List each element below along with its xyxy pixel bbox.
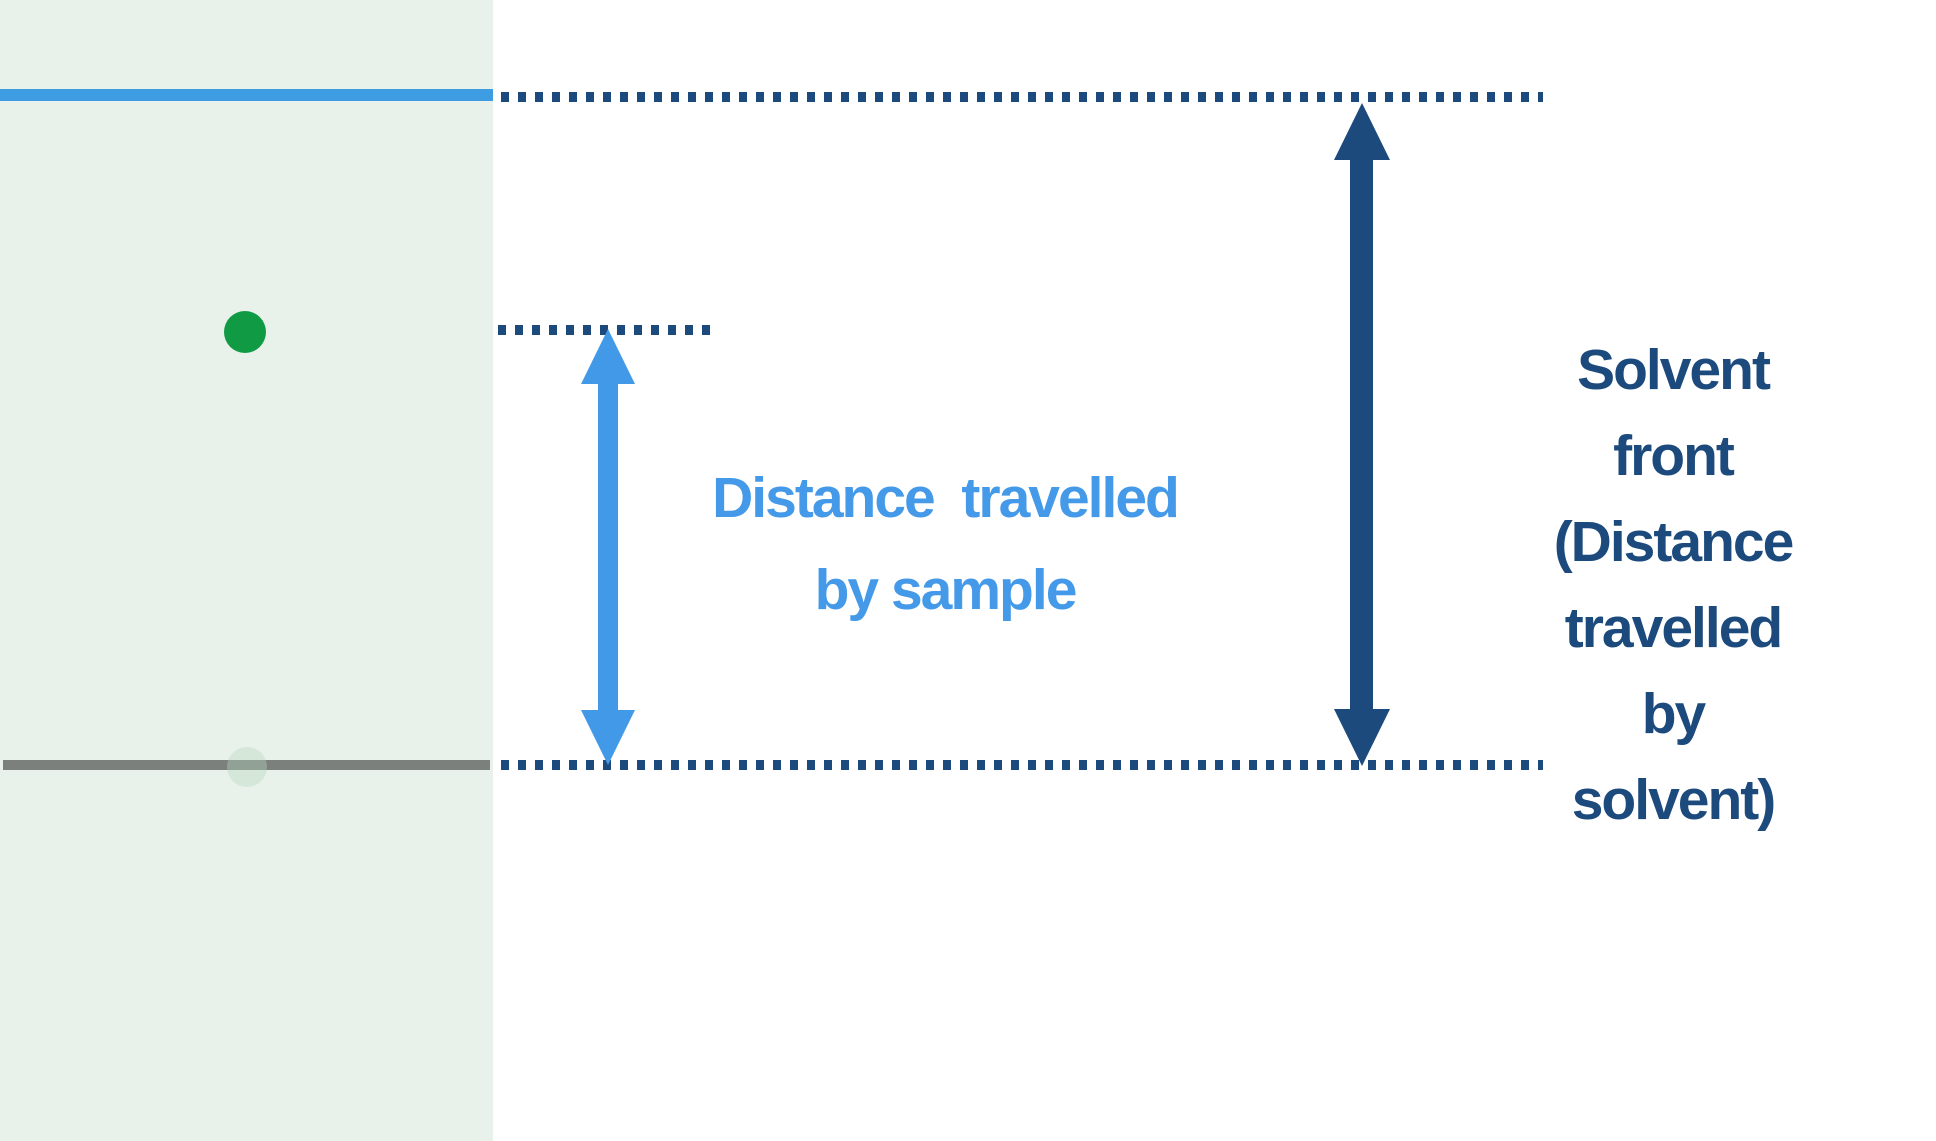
arrow-up-head-icon xyxy=(1334,103,1390,160)
solvent-front-line xyxy=(0,89,493,101)
sample-distance-double-arrow-icon xyxy=(581,329,635,765)
sample-distance-label: Distance travelled by sample xyxy=(712,466,1180,622)
arrow-shaft xyxy=(598,382,618,712)
solvent-front-label: Solvent front (Distance travelled by sol… xyxy=(1553,338,1795,832)
tlc-plate xyxy=(0,0,493,1141)
arrow-shaft xyxy=(1350,158,1373,711)
arrow-down-head-icon xyxy=(581,710,635,765)
arrow-up-head-icon xyxy=(581,329,635,384)
origin-spot-faded-dot-icon xyxy=(227,747,267,787)
solvent-distance-double-arrow-icon xyxy=(1334,103,1390,766)
sample-spot-dot-icon xyxy=(224,311,266,353)
baseline-origin-line xyxy=(3,760,490,770)
solvent-front-dotted-guide-line xyxy=(501,92,1543,102)
baseline-dotted-guide-line xyxy=(501,760,1543,770)
arrow-down-head-icon xyxy=(1334,709,1390,766)
